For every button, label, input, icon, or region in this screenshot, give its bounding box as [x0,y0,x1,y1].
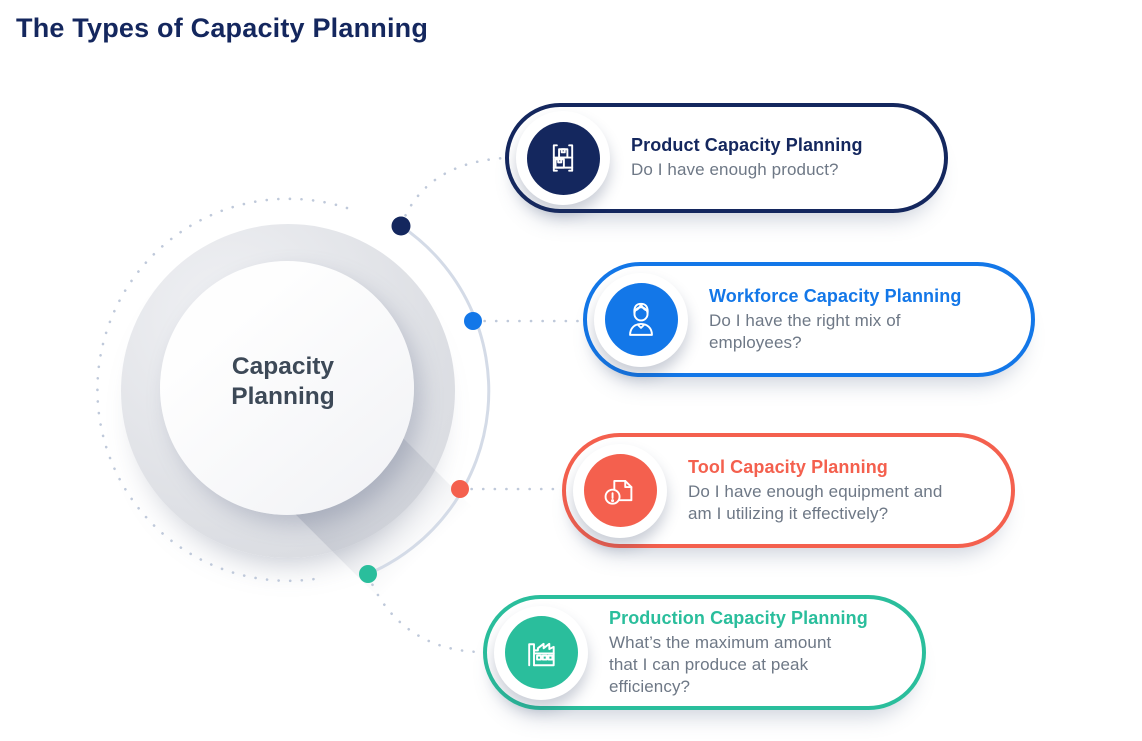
node-dot-production [359,565,377,583]
card-description: Do I have the right mix of employees? [709,310,901,352]
icon-hub [516,111,610,205]
card-description: Do I have enough equipment and am I util… [688,481,943,523]
card-description: Do I have enough product? [631,160,839,179]
icon-hub [594,272,688,367]
center-circle: Capacity Planning [160,261,414,515]
center-circle-label: Capacity Planning [231,352,334,412]
card-title: Workforce Capacity Planning [709,285,962,306]
icon-hub [494,605,588,700]
card-description: What’s the maximum amount that I can pro… [609,632,832,696]
card-production-capacity: Production Capacity Planning What’s the … [483,595,926,710]
card-title: Production Capacity Planning [609,607,868,628]
card-text-block: Workforce Capacity Planning Do I have th… [709,286,961,354]
card-title: Tool Capacity Planning [688,456,888,477]
card-text-block: Production Capacity Planning What’s the … [609,608,868,698]
card-text-block: Product Capacity Planning Do I have enou… [631,135,863,181]
card-workforce-capacity: Workforce Capacity Planning Do I have th… [583,262,1035,377]
icon-hub [573,443,667,538]
employee-icon [604,283,678,356]
center-label-line1: Capacity [231,353,335,380]
leader-line-product [399,156,507,228]
connector-arc [367,224,491,576]
node-dot-tool [451,480,469,498]
leader-line-production [366,572,481,654]
center-label-line2: Planning [231,383,335,410]
card-text-block: Tool Capacity Planning Do I have enough … [688,457,946,525]
card-tool-capacity: Tool Capacity Planning Do I have enough … [562,433,1015,548]
node-dot-workforce [464,312,482,330]
card-title: Product Capacity Planning [631,135,863,155]
factory-icon [504,616,578,689]
document-alert-icon [583,454,657,527]
card-product-capacity: Product Capacity Planning Do I have enou… [505,103,948,213]
node-dot-product [391,216,411,236]
warehouse-shelf-icon [526,121,600,195]
page-title: The Types of Capacity Planning [16,13,429,43]
